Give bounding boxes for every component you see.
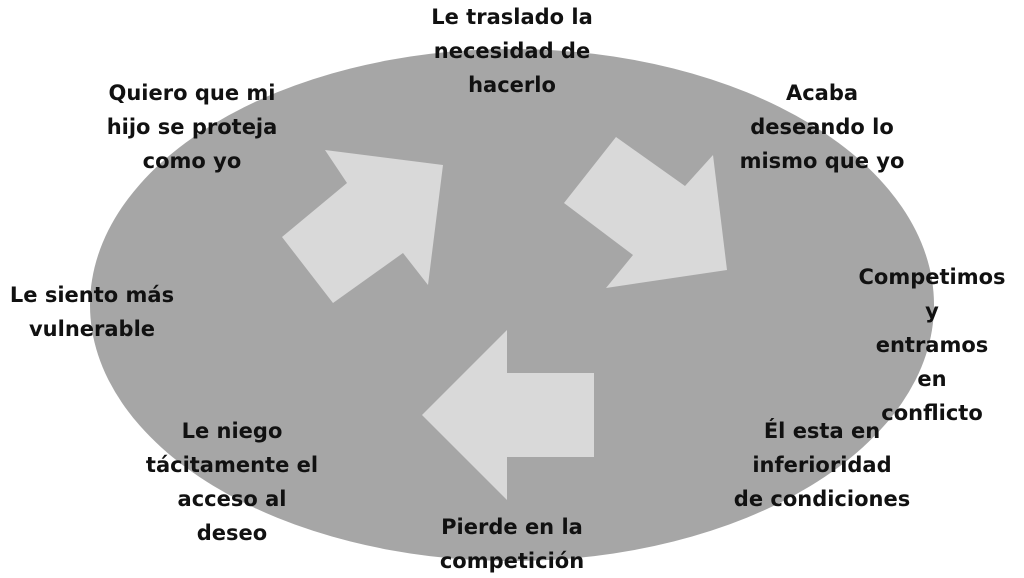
label-bottom-right: Él esta en inferioridad de condiciones — [733, 419, 911, 511]
label-top-left: Quiero que mi hijo se proteja como yo — [106, 81, 278, 173]
label-top: Le traslado la necesidad de hacerlo — [431, 5, 593, 97]
label-bottom-left: Le niego tácitamente el acceso al deseo — [145, 419, 319, 545]
arrow-down-right — [564, 137, 727, 288]
label-left: Le siento más vulnerable — [9, 283, 175, 341]
label-top-right: Acaba deseando lo mismo que yo — [739, 81, 905, 173]
arrow-left — [422, 330, 594, 500]
background-ellipse — [90, 49, 934, 561]
label-bottom: Pierde en la competición — [439, 515, 585, 573]
label-right: Competimos y entramos en conflicto — [858, 265, 1006, 425]
arrow-up-right — [282, 150, 443, 303]
